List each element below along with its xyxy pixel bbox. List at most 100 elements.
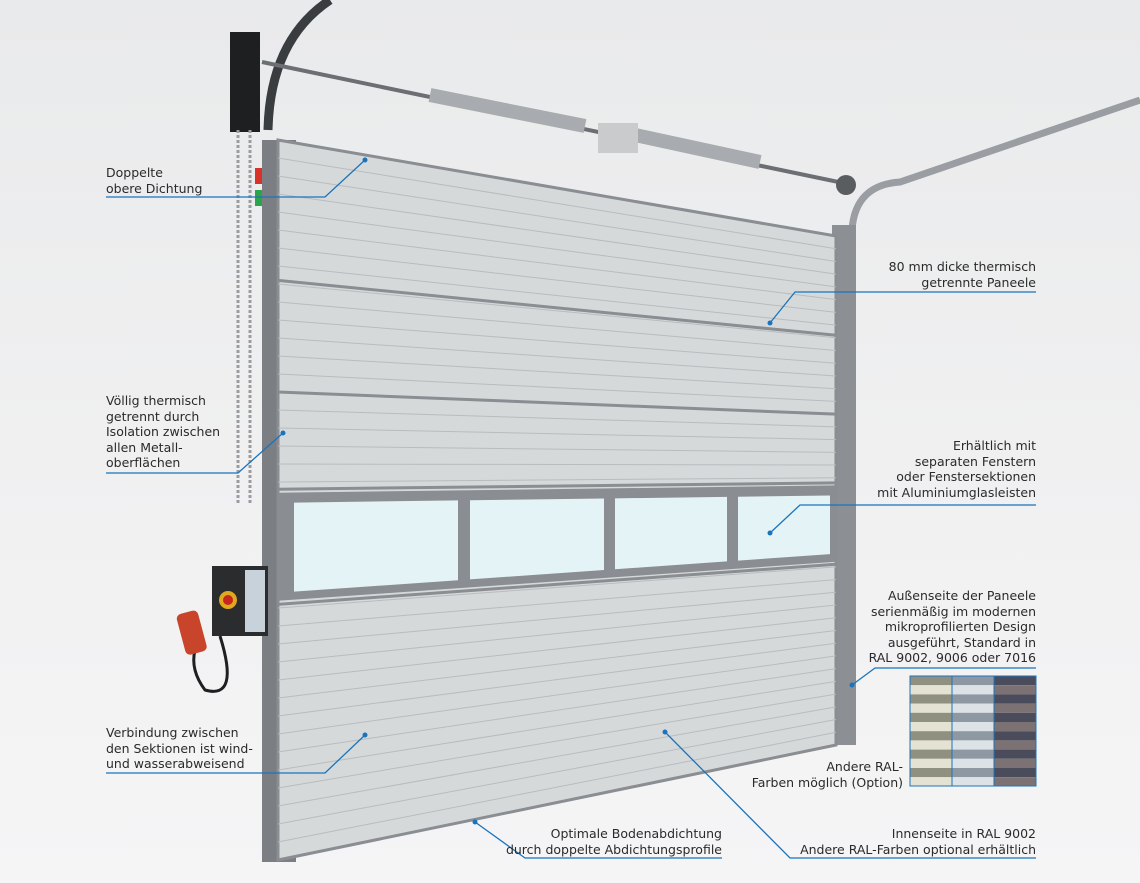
slat-line bbox=[277, 463, 837, 466]
swatch-stripe bbox=[952, 749, 994, 759]
status-light-green bbox=[255, 190, 262, 206]
section-joint bbox=[277, 278, 837, 337]
slat-line bbox=[277, 157, 837, 250]
swatch-stripe bbox=[910, 722, 952, 732]
callout-line bbox=[769, 504, 1036, 534]
emergency-stop-button bbox=[223, 595, 233, 605]
swatch-stripe bbox=[994, 749, 1036, 759]
swatch-stripe bbox=[952, 685, 994, 695]
callout-dot bbox=[362, 157, 368, 163]
slat-line bbox=[277, 427, 837, 441]
swatch-stripe bbox=[910, 694, 952, 704]
swatch-stripe bbox=[952, 676, 994, 686]
callout-line bbox=[474, 821, 722, 859]
slat-line bbox=[277, 193, 837, 275]
swatch-stripe bbox=[910, 777, 952, 787]
swatch-stripe bbox=[994, 768, 1036, 778]
slat-line bbox=[277, 579, 837, 627]
slat-line bbox=[277, 591, 837, 645]
swatch-stripe bbox=[952, 758, 994, 768]
swatch-stripe bbox=[952, 722, 994, 732]
callout-line bbox=[851, 667, 1036, 686]
slat-line bbox=[277, 604, 837, 663]
status-light-red bbox=[255, 168, 262, 184]
slat-line bbox=[277, 668, 837, 753]
swatch-stripe bbox=[952, 712, 994, 722]
window-section bbox=[278, 485, 836, 601]
slat-line bbox=[277, 655, 837, 735]
window-pane bbox=[294, 500, 458, 592]
callout-line bbox=[769, 291, 1036, 324]
horizontal-track-right bbox=[848, 96, 1140, 231]
slat-line bbox=[277, 175, 837, 262]
slat-line bbox=[277, 337, 837, 377]
swatch-stripe bbox=[952, 703, 994, 713]
slat-line bbox=[277, 409, 837, 428]
callout-dot bbox=[767, 530, 773, 536]
callout-other-colors: Andere RAL-Farben möglich (Option) bbox=[751, 759, 903, 790]
control-box-panel bbox=[245, 570, 265, 632]
slat-line bbox=[277, 629, 837, 699]
slat-line bbox=[277, 706, 837, 807]
callout-lines bbox=[106, 157, 1036, 859]
slat-line bbox=[277, 445, 837, 453]
section-joint bbox=[277, 562, 837, 606]
callout-line bbox=[106, 159, 366, 198]
slat-line bbox=[277, 680, 837, 771]
swatch-stripe bbox=[994, 685, 1036, 695]
callout-dot bbox=[362, 732, 368, 738]
slat-line bbox=[277, 265, 837, 326]
slat-line bbox=[277, 211, 837, 288]
swatch-stripe bbox=[910, 758, 952, 768]
slat-line bbox=[277, 283, 837, 339]
swatch-stripe bbox=[952, 777, 994, 787]
swatch-stripe bbox=[910, 685, 952, 695]
slat-line bbox=[277, 247, 837, 313]
vertical-track-left bbox=[263, 0, 333, 131]
right-frame bbox=[832, 225, 856, 745]
swatch-stripe bbox=[994, 722, 1036, 732]
callout-dot bbox=[662, 729, 668, 735]
power-cable bbox=[192, 635, 229, 693]
callout-line bbox=[106, 734, 366, 774]
swatch-stripe bbox=[910, 703, 952, 713]
torsion-spring-left bbox=[428, 88, 587, 133]
slat-line bbox=[277, 373, 837, 402]
swatch-stripe bbox=[910, 768, 952, 778]
callout-line bbox=[106, 432, 284, 474]
slat-line bbox=[277, 301, 837, 352]
swatch-ral-7016 bbox=[993, 675, 1037, 787]
slat-line bbox=[277, 731, 837, 843]
callout-dot bbox=[767, 320, 773, 326]
swatch-stripe bbox=[910, 712, 952, 722]
swatch-stripe bbox=[952, 731, 994, 741]
slat-line bbox=[277, 355, 837, 390]
door-operator-motor bbox=[230, 32, 260, 132]
window-pane bbox=[738, 495, 830, 561]
swatch-stripe bbox=[994, 740, 1036, 750]
slat-line bbox=[277, 693, 837, 789]
swatch-stripe bbox=[994, 712, 1036, 722]
spring-bracket bbox=[598, 123, 638, 153]
cee-plug bbox=[176, 610, 207, 655]
slat-line bbox=[277, 319, 837, 364]
window-pane bbox=[615, 496, 727, 570]
slat-line bbox=[277, 566, 837, 609]
color-swatches bbox=[909, 675, 1037, 787]
swatch-stripe bbox=[910, 740, 952, 750]
slat-line bbox=[277, 477, 837, 483]
swatch-stripe bbox=[994, 694, 1036, 704]
swatch-stripe bbox=[994, 777, 1036, 787]
section-joint bbox=[277, 481, 837, 491]
swatch-stripe bbox=[994, 758, 1036, 768]
swatch-stripe bbox=[910, 731, 952, 741]
window-pane bbox=[470, 498, 604, 580]
